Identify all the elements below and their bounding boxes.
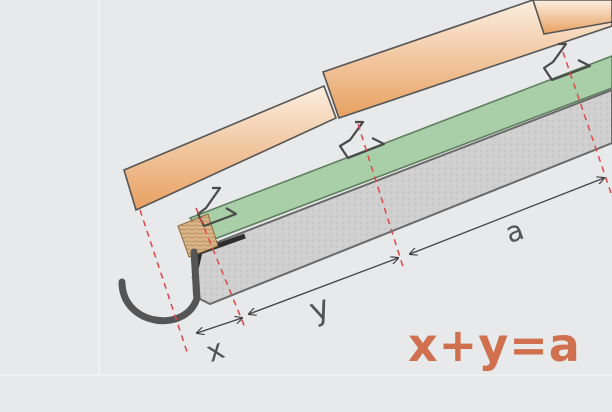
dimension-y-arrow: [249, 258, 398, 314]
roof-tile: [123, 84, 338, 212]
formula-label: x+y=a: [408, 318, 581, 372]
tile-clip-icon: [542, 42, 592, 82]
dimension-x-arrow: [197, 318, 242, 333]
roof-tile: [532, 0, 612, 35]
tile-clip-icon: [196, 186, 238, 228]
gutter-icon: [118, 248, 201, 325]
tile-clip-icon: [338, 120, 386, 160]
guide-line: [357, 123, 405, 271]
dimension-a-arrow: [410, 178, 604, 254]
guide-line: [139, 209, 189, 356]
roof-tile: [321, 0, 612, 120]
guide-line: [562, 51, 612, 197]
